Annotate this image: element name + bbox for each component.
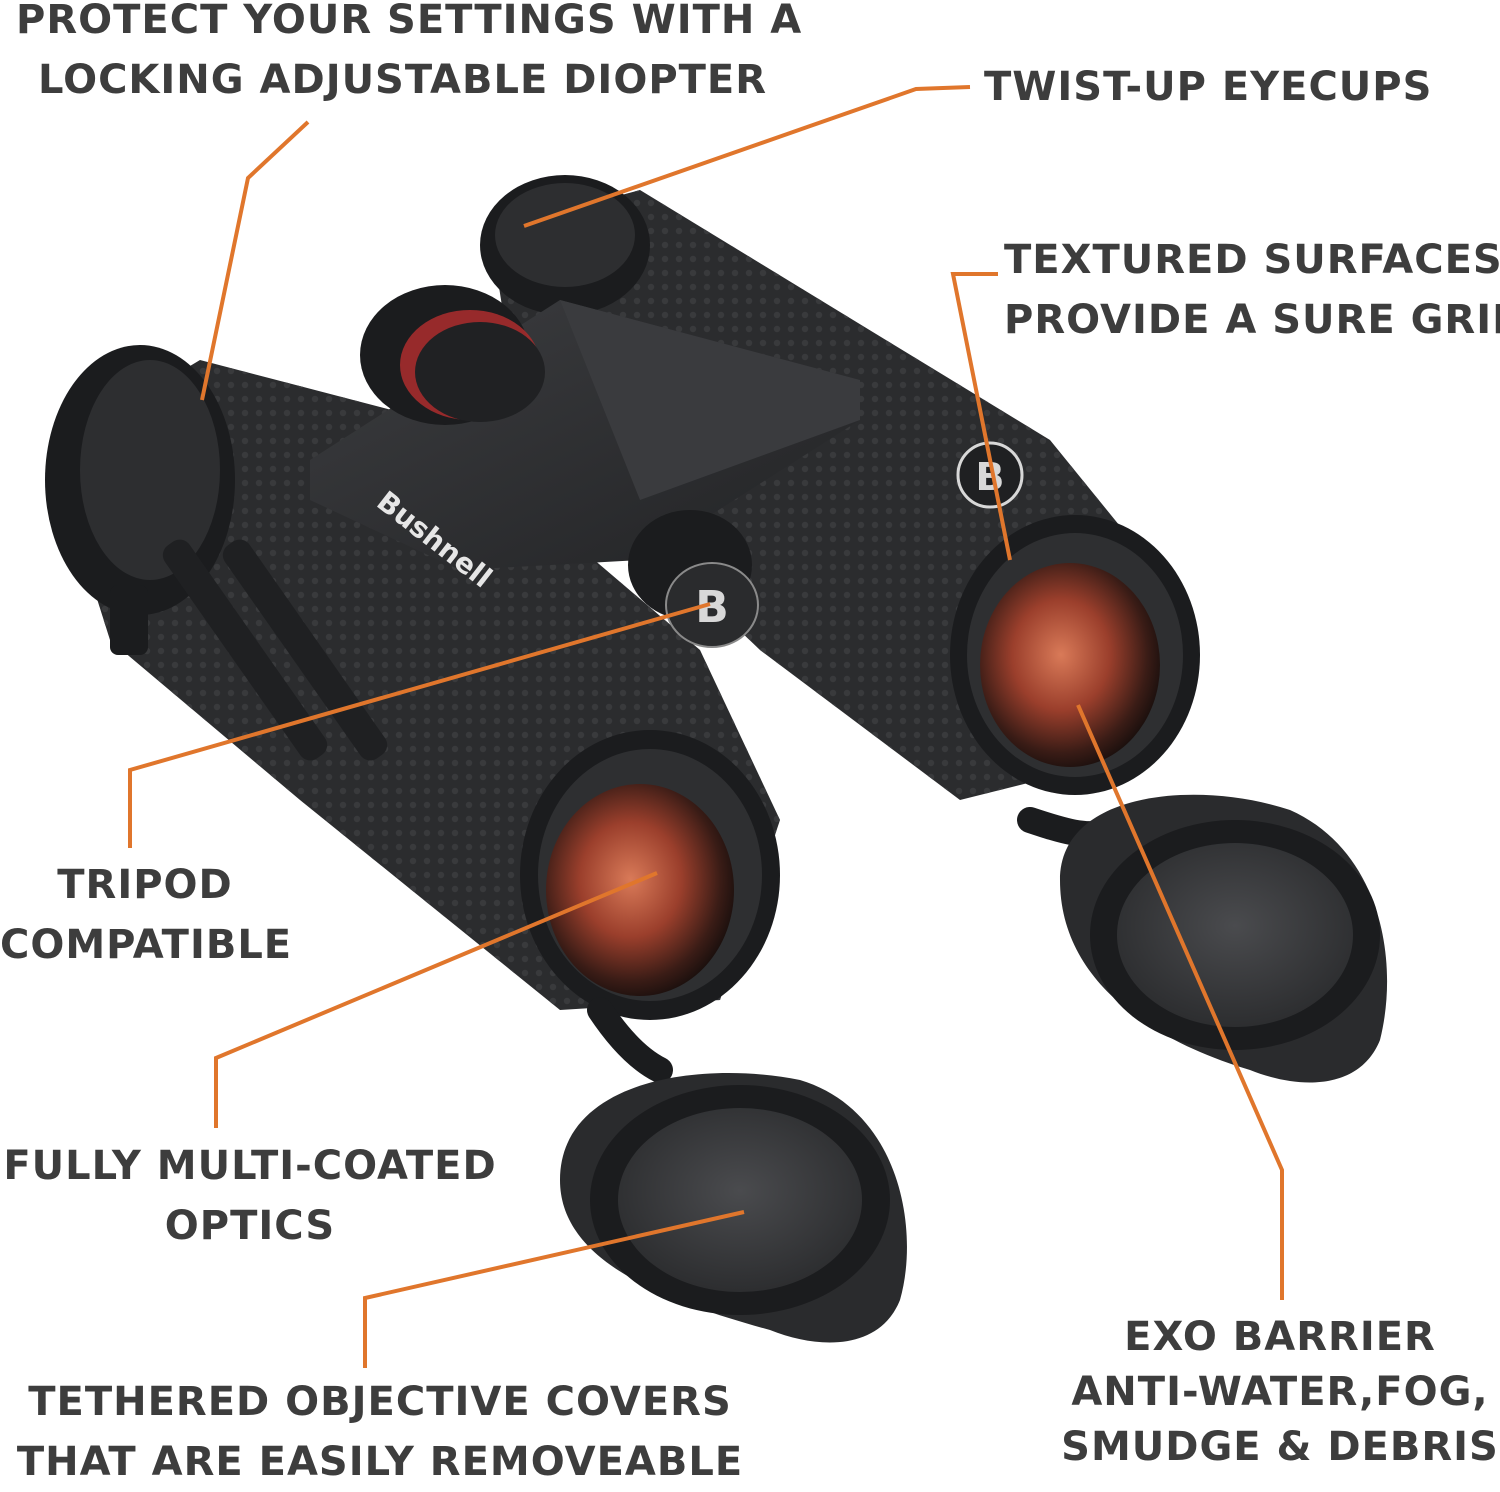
callout-exo-line-1: EXO BARRIER	[1124, 1314, 1436, 1360]
callout-tripod: TRIPOD COMPATIBLE	[0, 855, 293, 975]
leader-eyecups	[523, 85, 971, 228]
callout-eyecups: TWIST-UP EYECUPS	[984, 57, 1432, 117]
leader-covers	[363, 1210, 745, 1368]
callout-textured-line-1: TEXTURED SURFACES	[1004, 237, 1500, 283]
leader-optics	[214, 871, 658, 1128]
leader-textured	[950, 272, 1012, 561]
callout-exo-line-3: SMUDGE & DEBRIS	[1061, 1424, 1499, 1470]
callout-covers-line-1: TETHERED OBJECTIVE COVERS	[28, 1379, 732, 1425]
callout-textured: TEXTURED SURFACES PROVIDE A SURE GRIP	[1004, 230, 1500, 350]
right-objective-lens	[950, 515, 1200, 795]
callout-exo-line-2: ANTI-WATER,FOG,	[1071, 1369, 1489, 1415]
callout-optics-line-2: OPTICS	[164, 1203, 336, 1249]
callout-textured-line-2: PROVIDE A SURE GRIP	[1004, 297, 1500, 343]
focus-wheel	[360, 285, 545, 425]
callout-covers: TETHERED OBJECTIVE COVERS THAT ARE EASIL…	[0, 1372, 760, 1492]
leader-exo	[1076, 704, 1284, 1300]
callout-diopter-line-2: LOCKING ADJUSTABLE DIOPTER	[38, 57, 768, 103]
callout-diopter: PROTECT YOUR SETTINGS WITH A LOCKING ADJ…	[16, 0, 802, 110]
left-cover-tether	[587, 997, 673, 1083]
leader-diopter	[200, 120, 310, 401]
callout-optics: FULLY MULTI-COATED OPTICS	[0, 1136, 500, 1256]
leader-tripod	[128, 602, 711, 848]
callout-tripod-line-1: TRIPOD	[57, 862, 233, 908]
right-objective-cover	[1060, 794, 1388, 1083]
callout-tripod-line-2: COMPATIBLE	[0, 922, 293, 968]
left-objective-cover	[560, 1073, 907, 1343]
callout-eyecups-line-1: TWIST-UP EYECUPS	[984, 64, 1433, 110]
leader-lines	[128, 85, 1284, 1368]
tripod-knob: B	[628, 510, 759, 648]
callout-exo: EXO BARRIER ANTI-WATER,FOG, SMUDGE & DEB…	[1060, 1310, 1500, 1475]
callout-optics-line-1: FULLY MULTI-COATED	[3, 1143, 497, 1189]
callout-covers-line-2: THAT ARE EASILY REMOVEABLE	[16, 1439, 744, 1485]
callout-diopter-line-1: PROTECT YOUR SETTINGS WITH A	[16, 0, 803, 43]
